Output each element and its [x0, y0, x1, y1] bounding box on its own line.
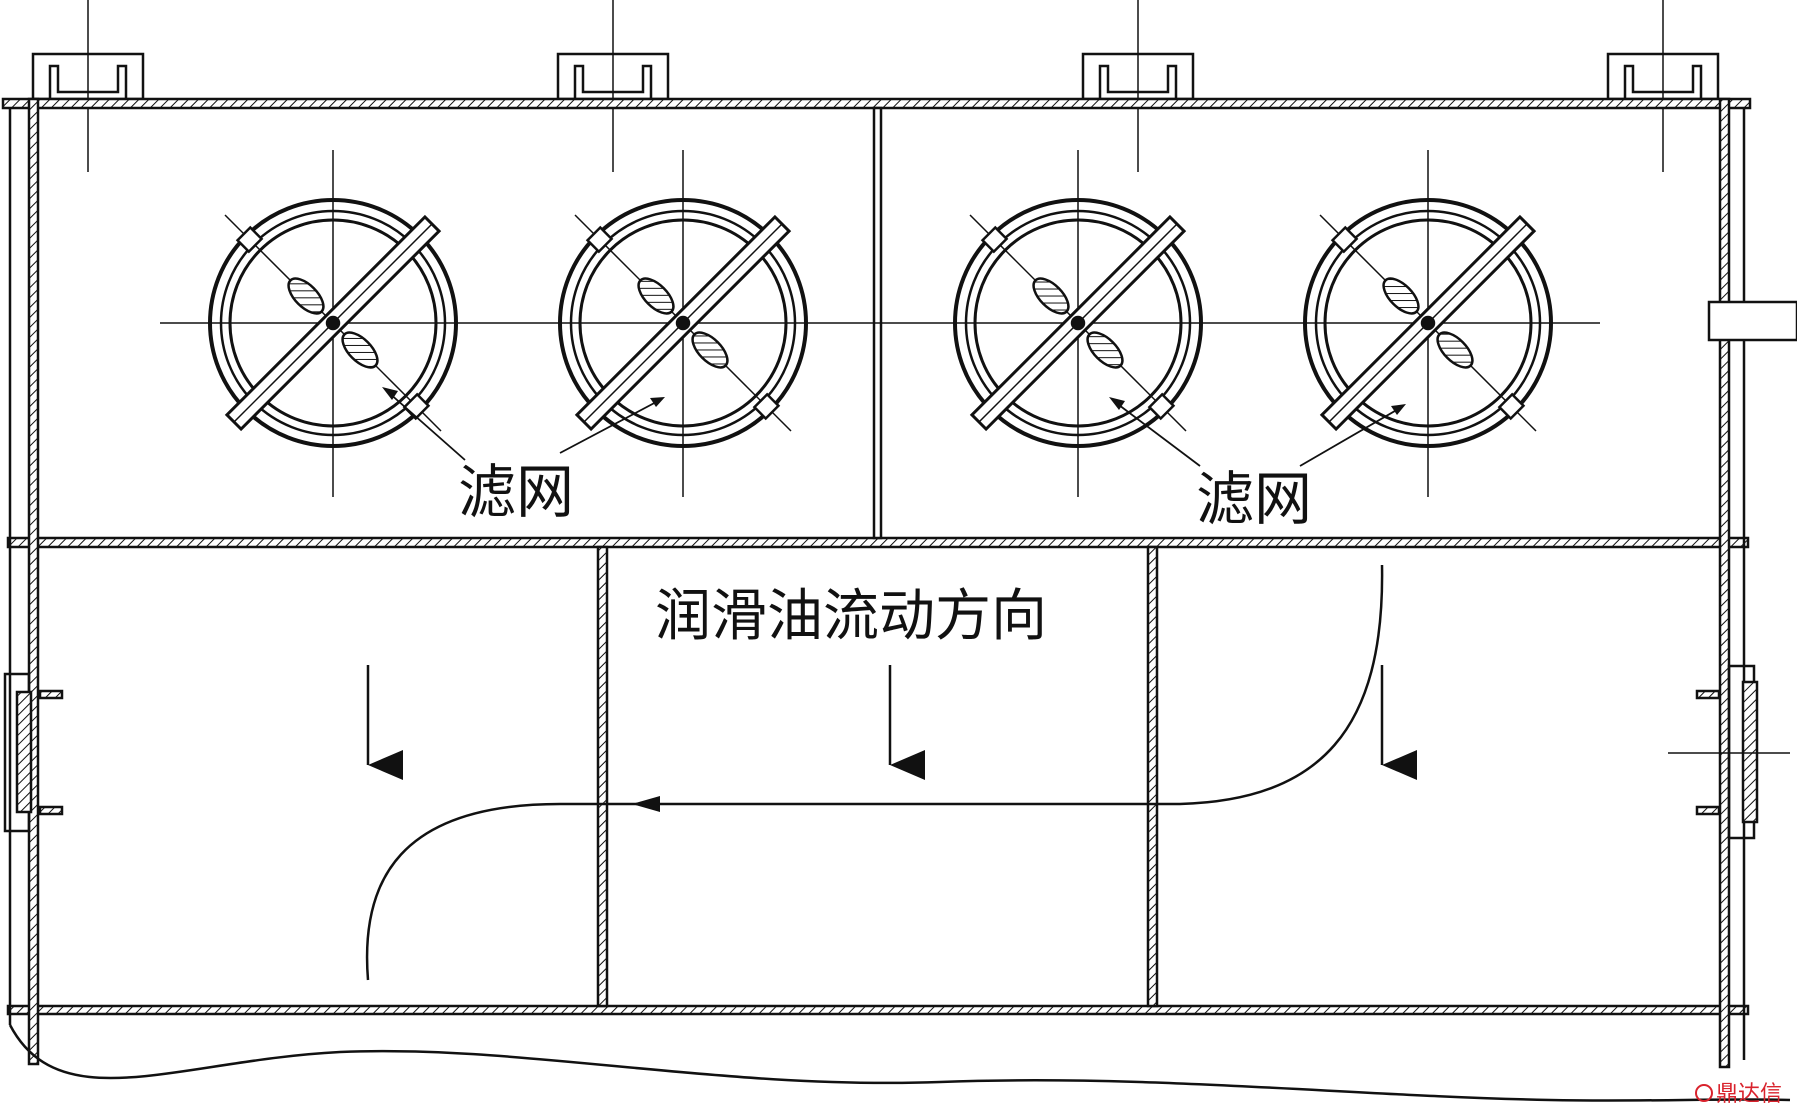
filter-deck-plate [6, 536, 1750, 549]
watermark: 鼎达信 [1695, 1082, 1782, 1107]
lifting-bracket [556, 0, 670, 172]
filter-housing [558, 198, 808, 448]
lifting-bracket [1606, 0, 1720, 172]
break-line [8, 1024, 1791, 1102]
filter-housing [1303, 198, 1553, 448]
filter-screen-mesh [287, 277, 325, 315]
baffle-right [1146, 545, 1159, 1008]
bottom-plate [6, 1004, 1750, 1016]
filter-label-left: 滤网 [458, 458, 574, 526]
right-wall [1718, 97, 1731, 1069]
filter-leader-lines [387, 391, 1401, 467]
left-wall [27, 97, 40, 1066]
watermark-logo-icon [1695, 1084, 1713, 1102]
watermark-text: 鼎达信 [1716, 1082, 1782, 1107]
lifting-bracket [31, 0, 145, 172]
top-plate [1, 97, 1752, 110]
filter-housing [208, 198, 458, 448]
oil-flow-path [365, 564, 1384, 981]
baffle-left [596, 545, 609, 1008]
filter-housing [953, 198, 1203, 448]
left-side-flange [3, 672, 64, 833]
lifting-bracket [1081, 0, 1195, 172]
filter-screen-mesh [637, 277, 675, 315]
filter-label-right: 滤网 [1196, 465, 1312, 533]
filter-screen-mesh [1032, 277, 1070, 315]
filter-screen-mesh [1086, 331, 1124, 369]
right-side-flange [1668, 664, 1790, 840]
filter-screen-mesh [1436, 331, 1474, 369]
filter-screen-mesh [341, 331, 379, 369]
filter-screen-mesh [691, 331, 729, 369]
flow-direction-label: 润滑油流动方向 [655, 584, 1047, 649]
filter-screen-mesh [1382, 277, 1420, 315]
outlet-nozzle [1707, 300, 1797, 342]
oil-flow-arrowhead [632, 796, 660, 812]
